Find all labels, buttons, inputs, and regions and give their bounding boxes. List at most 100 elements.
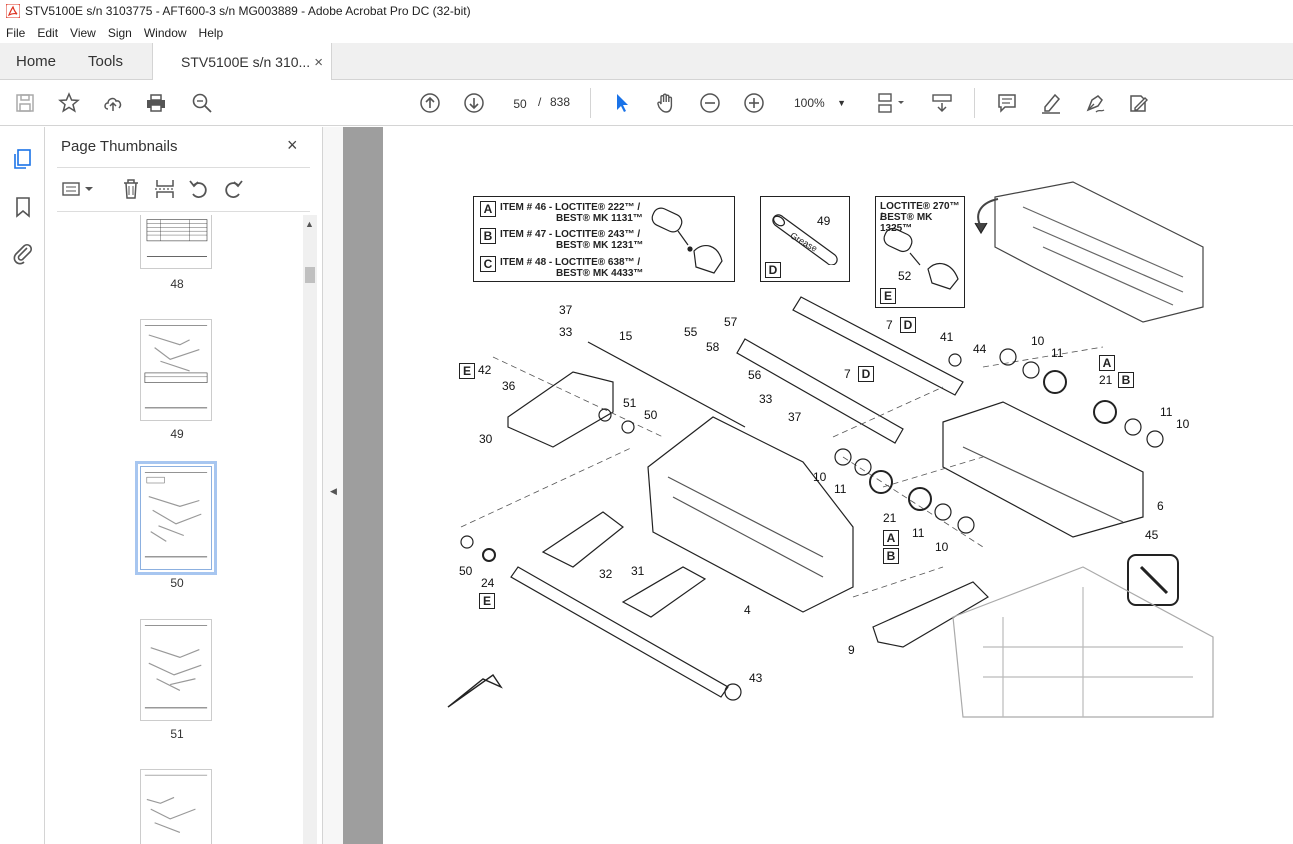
collapse-panel-icon[interactable]: ◀ bbox=[330, 486, 337, 496]
menu-edit[interactable]: Edit bbox=[37, 25, 59, 40]
page-separator: / bbox=[538, 95, 542, 109]
box-letter: D bbox=[900, 317, 916, 333]
trash-icon[interactable] bbox=[119, 177, 143, 201]
zoom-in-icon[interactable] bbox=[742, 91, 766, 115]
callout-number: 50 bbox=[644, 408, 658, 422]
options-menu-icon[interactable] bbox=[61, 177, 97, 201]
callout-number: 10 bbox=[1031, 334, 1045, 348]
callout-number: 7 bbox=[886, 318, 893, 332]
box-letter: E bbox=[880, 288, 896, 304]
title-bar: STV5100E s/n 3103775 - AFT600-3 s/n MG00… bbox=[0, 0, 1293, 22]
callout-a-wrap: A bbox=[883, 529, 899, 547]
menu-view[interactable]: View bbox=[70, 25, 96, 40]
legend-letter: B bbox=[480, 228, 496, 244]
legend-row-a: A bbox=[480, 200, 496, 218]
rotate-left-icon[interactable] bbox=[187, 177, 211, 201]
highlight-pen-icon[interactable] bbox=[1039, 91, 1063, 115]
legend-text: ITEM # 46 - LOCTITE® 222™ / bbox=[500, 202, 641, 213]
loctite-text: LOCTITE® 270™ / bbox=[880, 201, 960, 223]
thumbnail-label: 50 bbox=[170, 576, 184, 590]
select-cursor-icon[interactable] bbox=[610, 91, 634, 115]
edit-pdf-icon[interactable] bbox=[1126, 91, 1150, 115]
page-layout-icon[interactable] bbox=[874, 91, 908, 115]
callout-number: 45 bbox=[1145, 528, 1159, 542]
callout-number: 42 bbox=[478, 363, 492, 377]
menu-window[interactable]: Window bbox=[143, 25, 187, 40]
zoom-search-icon[interactable] bbox=[190, 91, 214, 115]
tab-document[interactable]: STV5100E s/n 310... × bbox=[152, 43, 332, 81]
callout-number: 21 bbox=[883, 511, 897, 525]
legend-letter: C bbox=[480, 256, 496, 272]
insert-page-icon[interactable] bbox=[153, 177, 177, 201]
legend-row-c: C bbox=[480, 255, 496, 273]
callout-number: 50 bbox=[459, 564, 473, 578]
print-icon[interactable] bbox=[144, 91, 168, 115]
close-icon[interactable]: × bbox=[287, 135, 298, 155]
page-thumbnails-icon[interactable] bbox=[11, 147, 35, 171]
window-title: STV5100E s/n 3103775 - AFT600-3 s/n MG00… bbox=[25, 4, 471, 18]
page-number-input[interactable]: 50 bbox=[505, 90, 535, 116]
callout-number: 4 bbox=[744, 603, 751, 617]
legend-text: BEST® MK 4433™ bbox=[556, 268, 644, 279]
callout-number: 33 bbox=[559, 325, 573, 339]
toolbar-divider bbox=[974, 88, 975, 118]
callout-number: 31 bbox=[631, 564, 645, 578]
scroll-mode-icon[interactable] bbox=[930, 91, 954, 115]
grease-tube-icon bbox=[772, 214, 838, 265]
callout-number: 10 bbox=[1176, 417, 1190, 431]
box-letter: B bbox=[1118, 372, 1134, 388]
thumbnail-list: 48 49 50 51 bbox=[45, 215, 303, 844]
callout-number: 44 bbox=[973, 342, 987, 356]
tab-home[interactable]: Home bbox=[16, 53, 57, 70]
tab-tools[interactable]: Tools bbox=[88, 53, 124, 70]
callout-number: 30 bbox=[479, 432, 493, 446]
hand-icon[interactable] bbox=[654, 91, 678, 115]
panel-divider bbox=[57, 211, 310, 212]
menu-help[interactable]: Help bbox=[198, 25, 224, 40]
thumbnail-label: 48 bbox=[170, 277, 184, 291]
attachment-icon[interactable] bbox=[11, 241, 35, 265]
document-page: A ITEM # 46 - LOCTITE® 222™ / BEST® MK 1… bbox=[383, 127, 1293, 844]
zoom-level-value: 100% bbox=[794, 96, 825, 110]
menu-sign[interactable]: Sign bbox=[107, 25, 132, 40]
panel-gutter bbox=[323, 127, 343, 844]
document-canvas-margin bbox=[343, 127, 383, 844]
page-up-icon[interactable] bbox=[418, 91, 442, 115]
exploded-parts-diagram bbox=[447, 181, 1214, 718]
callout-number: 33 bbox=[759, 392, 773, 406]
glue-bottle-icon bbox=[651, 207, 723, 274]
save-icon[interactable] bbox=[13, 91, 37, 115]
thumbnail-page-48[interactable] bbox=[140, 215, 212, 269]
chevron-up-icon[interactable]: ▲ bbox=[305, 219, 314, 229]
legend-text: BEST® MK 1131™ bbox=[556, 213, 643, 224]
thumbnail-page-52[interactable] bbox=[140, 769, 212, 844]
box-letter: D bbox=[858, 366, 874, 382]
chevron-down-icon: ▼ bbox=[837, 98, 846, 108]
menu-file[interactable]: File bbox=[6, 25, 26, 40]
upload-cloud-icon[interactable] bbox=[101, 91, 125, 115]
rotate-right-icon[interactable] bbox=[221, 177, 245, 201]
panel-toolbar bbox=[57, 177, 317, 201]
callout-e-wrap: E bbox=[459, 362, 475, 380]
thumbnail-page-50[interactable] bbox=[135, 461, 217, 575]
thumbnail-scrollbar[interactable]: ▲ bbox=[303, 215, 317, 844]
zoom-level-select[interactable]: 100% ▼ bbox=[786, 90, 852, 116]
callout-number: 57 bbox=[724, 315, 738, 329]
thumbnail-page-51[interactable] bbox=[140, 619, 212, 721]
thumbnail-page-49[interactable] bbox=[140, 319, 212, 421]
star-icon[interactable] bbox=[57, 91, 81, 115]
page-down-icon[interactable] bbox=[462, 91, 486, 115]
comment-icon[interactable] bbox=[995, 91, 1019, 115]
box-letter: E bbox=[459, 363, 475, 379]
callout-number: 56 bbox=[748, 368, 762, 382]
zoom-out-icon[interactable] bbox=[698, 91, 722, 115]
scrollbar-thumb[interactable] bbox=[305, 267, 315, 283]
glue-bottle-icon bbox=[883, 227, 959, 290]
box-letter: B bbox=[883, 548, 899, 564]
sign-pen-icon[interactable] bbox=[1083, 91, 1107, 115]
tab-close-icon[interactable]: × bbox=[314, 53, 323, 71]
tab-document-label: STV5100E s/n 310... bbox=[181, 54, 311, 70]
callout-number: 11 bbox=[1051, 346, 1064, 360]
bookmark-icon[interactable] bbox=[11, 195, 35, 219]
callout-number: 7 bbox=[844, 367, 851, 381]
